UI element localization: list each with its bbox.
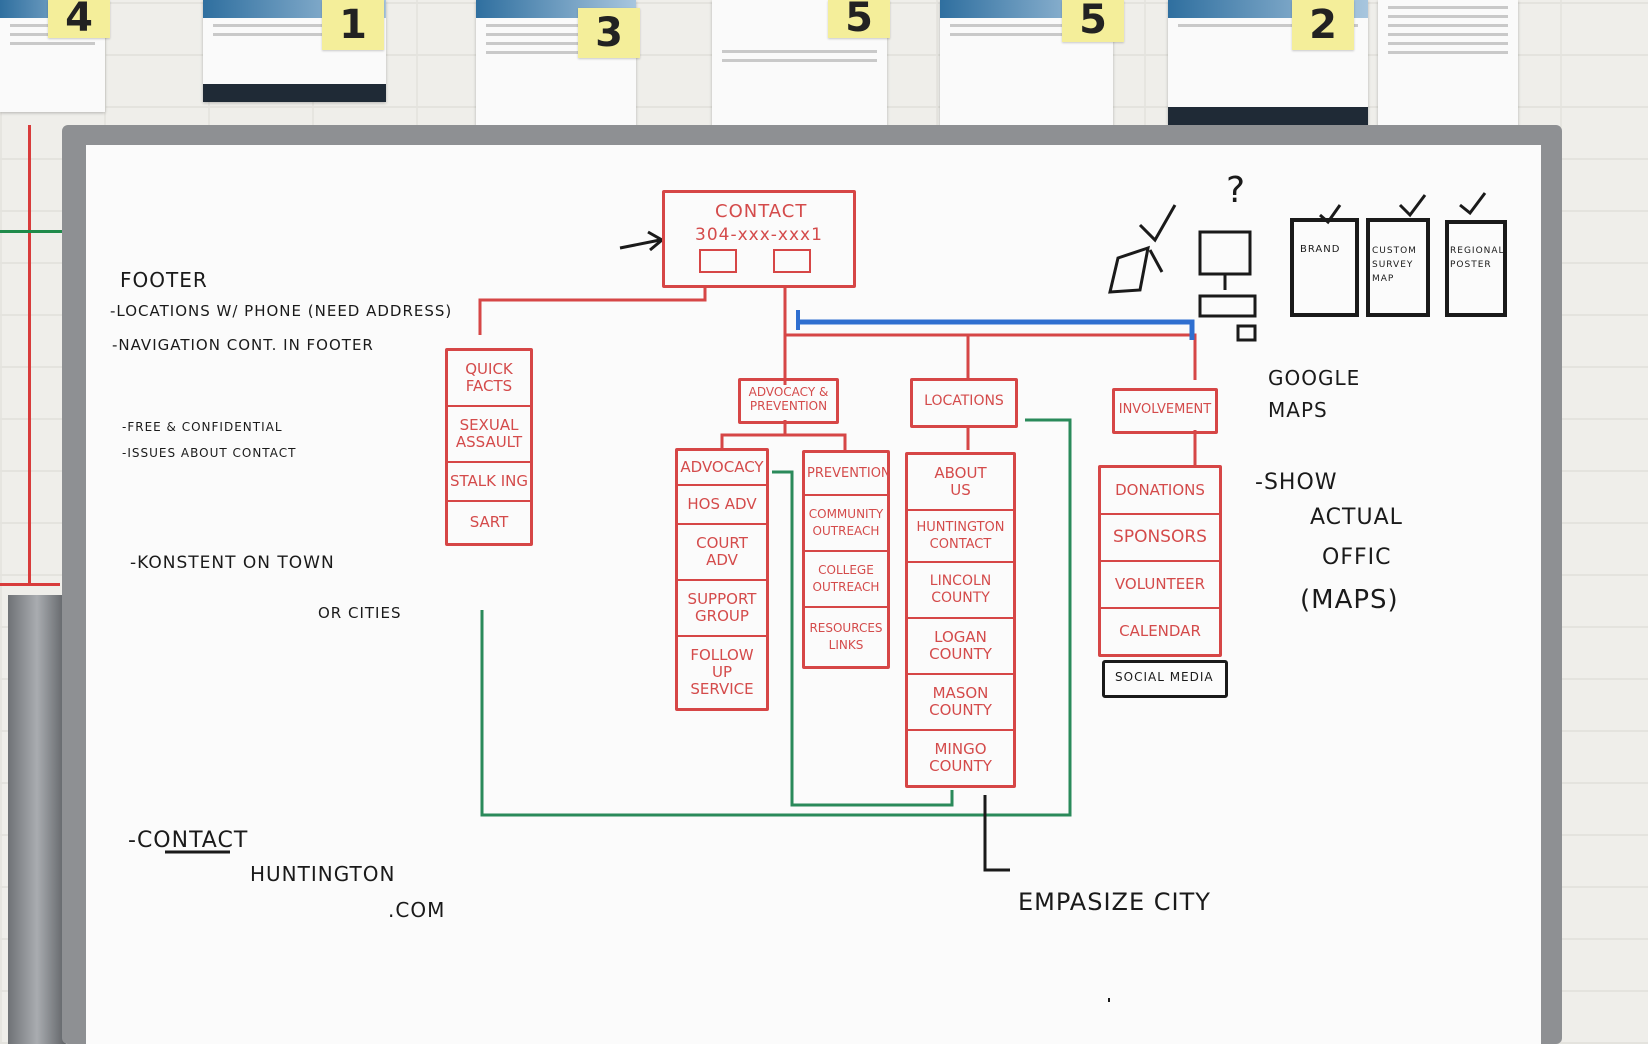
note-locations: -LOCATIONS W/ PHONE (NEED ADDRESS) — [110, 302, 453, 320]
about-us: ABOUT US — [908, 455, 1013, 511]
sticky-note-3: 3 — [578, 8, 640, 58]
donations: DONATIONS — [1101, 468, 1219, 515]
advocacy-column: ADVOCACY HOS ADV COURT ADV SUPPORT GROUP… — [675, 448, 769, 711]
quick-facts: QUICK FACTS — [448, 351, 530, 407]
involvement-column: DONATIONS SPONSORS VOLUNTEER CALENDAR — [1098, 465, 1222, 657]
card-poster-label: REGIONAL POSTER — [1450, 246, 1505, 270]
card-survey-map-label: CUSTOM SURVEY MAP — [1372, 246, 1417, 284]
follow-up-service: FOLLOW UP SERVICE — [690, 646, 754, 698]
stalking: STALK ING — [448, 463, 530, 502]
sticky-note-6: 2 — [1292, 0, 1354, 50]
resources-links: RESOURCES LINKS — [809, 621, 883, 652]
note-free-confidential: -FREE & CONFIDENTIAL — [122, 420, 283, 434]
note-consistent: -KONSTENT ON TOWN — [130, 553, 335, 573]
court-advocacy: COURT ADV — [678, 525, 766, 581]
note-question: ? — [1226, 170, 1247, 211]
note-url-com: .COM — [388, 898, 446, 922]
sticky-note-2: 1 — [322, 0, 384, 50]
prevention: PREVENTION — [805, 453, 891, 496]
note-actual: ACTUAL — [1310, 505, 1403, 530]
advocacy-prevention-box: ADVOCACY & PREVENTION — [738, 378, 839, 424]
note-office: OFFIC — [1322, 545, 1392, 570]
sticky-note-4: 5 — [828, 0, 890, 38]
social-media-box: SOCIAL MEDIA — [1102, 660, 1228, 698]
note-footer: FOOTER — [120, 268, 208, 292]
advocacy: ADVOCACY — [678, 451, 766, 486]
about-column: ABOUT US HUNTINGTON CONTACT LINCOLN COUN… — [905, 452, 1016, 788]
hospital-advocacy: HOS ADV — [678, 486, 766, 525]
social-media-label: SOCIAL MEDIA — [1115, 670, 1214, 684]
note-issues: -ISSUES ABOUT CONTACT — [122, 446, 297, 460]
locations-label: LOCATIONS — [924, 393, 1004, 409]
advocacy-prevention-label: ADVOCACY & PREVENTION — [748, 385, 829, 413]
note-google-maps: GOOGLE MAPS — [1268, 366, 1361, 422]
note-cities: OR CITIES — [318, 604, 402, 622]
calendar: CALENDAR — [1119, 622, 1201, 640]
sponsors: SPONSORS — [1101, 515, 1219, 562]
note-emphasize-city: EMPASIZE CITY — [1018, 888, 1211, 916]
quick-facts-column: QUICK FACTS SEXUAL ASSAULT STALK ING SAR… — [445, 348, 533, 546]
root-title: CONTACT — [715, 201, 808, 222]
card-brand-label: BRAND — [1300, 244, 1341, 255]
note-url-huntington: HUNTINGTON — [250, 862, 396, 886]
root-phone: 304-xxx-xxx1 — [695, 225, 823, 245]
prevention-column: PREVENTION COMMUNITY OUTREACH COLLEGE OU… — [802, 450, 891, 669]
tape-line — [0, 230, 62, 233]
root-subbox — [699, 249, 737, 273]
sexual-assault: SEXUAL ASSAULT — [448, 407, 530, 463]
support-group: SUPPORT GROUP — [678, 581, 766, 637]
stand-left — [8, 595, 66, 1044]
college-outreach: COLLEGE OUTREACH — [805, 552, 887, 608]
note-maps: (MAPS) — [1300, 585, 1399, 615]
involvement-label: INVOLVEMENT — [1118, 402, 1212, 417]
lincoln-county: LINCOLN COUNTY — [908, 563, 1013, 619]
note-navigation: -NAVIGATION CONT. IN FOOTER — [112, 336, 374, 354]
volunteer: VOLUNTEER — [1101, 562, 1219, 609]
sitemap-root: CONTACT 304-xxx-xxx1 — [662, 190, 856, 288]
mingo-county: MINGO COUNTY — [929, 740, 992, 775]
logan-county: LOGAN COUNTY — [908, 619, 1013, 675]
tape-line — [28, 125, 31, 585]
tape-line — [0, 583, 60, 586]
root-subbox — [773, 249, 811, 273]
community-outreach: COMMUNITY OUTREACH — [805, 496, 887, 552]
whiteboard — [86, 145, 1541, 1044]
sticky-note-1: 4 — [48, 0, 110, 38]
sticky-note-5: 5 — [1062, 0, 1124, 42]
note-url-contact: -CONTACT — [128, 828, 249, 853]
sart: SART — [469, 513, 509, 531]
huntington-contact: HUNTINGTON CONTACT — [908, 511, 1013, 563]
involvement-box: INVOLVEMENT — [1112, 388, 1218, 434]
mason-county: MASON COUNTY — [908, 675, 1013, 731]
locations-box: LOCATIONS — [910, 378, 1018, 428]
note-show: -SHOW — [1255, 470, 1338, 495]
